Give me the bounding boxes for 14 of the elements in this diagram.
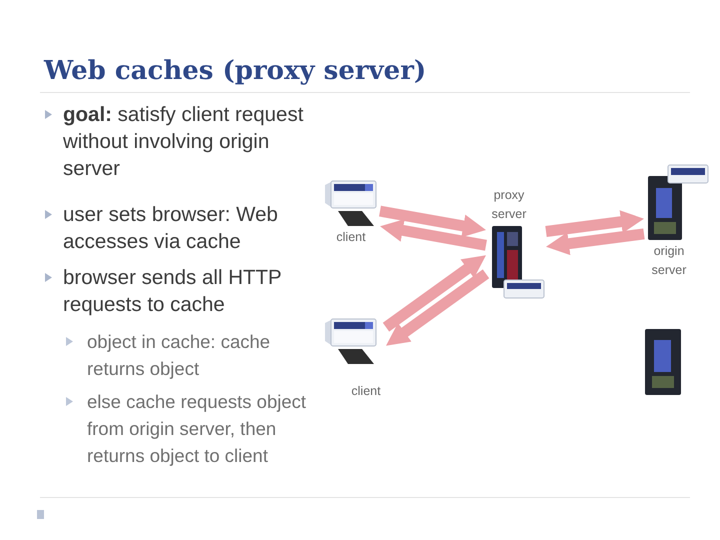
slide-title: Web caches (proxy server) (44, 55, 426, 88)
bullet-text: user sets browser: Web accesses via cache (63, 202, 279, 255)
node-label: proxy server (490, 187, 528, 223)
bullet-text: else cache requests object from origin server, then returns object to client (87, 390, 308, 468)
bullet-text: browser sends all HTTP requests to cache (63, 265, 282, 318)
node-label: origin server (650, 243, 688, 279)
arrow (545, 228, 645, 256)
node-label: client (335, 229, 367, 246)
server-icon (644, 328, 682, 396)
arrow (545, 210, 645, 237)
node-label: client (350, 383, 382, 400)
arrow (379, 219, 487, 251)
bullet-text: goal: satisfy client request without involving origin server (63, 102, 304, 182)
arrow (379, 206, 487, 238)
